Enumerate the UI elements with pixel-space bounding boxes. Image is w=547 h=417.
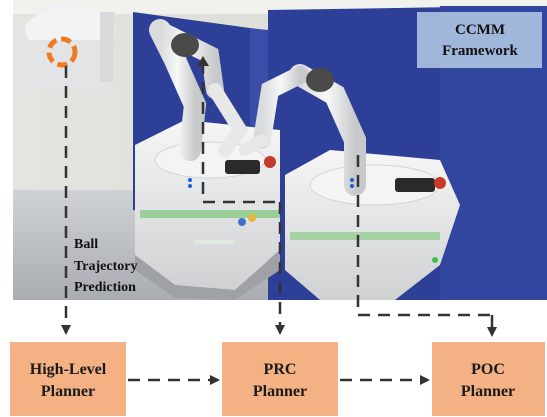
background-robot (15, 5, 115, 90)
planner-box-high-level: High-Level Planner (10, 342, 126, 416)
prediction-label-line3: Prediction (74, 280, 136, 295)
robot-arm-left (149, 19, 249, 188)
planner-box-prc: PRC Planner (222, 342, 338, 416)
framework-tag: CCMM Framework (417, 12, 542, 68)
framework-tag-line2: Framework (442, 43, 518, 59)
prediction-label: Ball Trajectory Prediction (74, 237, 137, 295)
planner-high-level-line1: High-Level (30, 361, 107, 378)
robot-arm-right (239, 64, 366, 196)
planner-box-poc: POC Planner (432, 342, 545, 416)
planner-prc-line2: Planner (253, 383, 307, 400)
planner-poc-line2: Planner (461, 383, 515, 400)
mobile-robot-right (285, 150, 460, 300)
ball-marker (46, 36, 78, 68)
connector-lines (61, 62, 497, 385)
planner-high-level-line2: Planner (41, 383, 95, 400)
prediction-label-line1: Ball (74, 237, 98, 252)
framework-tag-line1: CCMM (455, 22, 505, 38)
prediction-label-line2: Trajectory (74, 259, 137, 274)
planner-poc-line1: POC (471, 361, 505, 378)
orange-dashed-circle-icon (46, 36, 78, 68)
triangle-arrowhead-icon (197, 56, 209, 66)
planner-prc-line1: PRC (264, 361, 297, 378)
